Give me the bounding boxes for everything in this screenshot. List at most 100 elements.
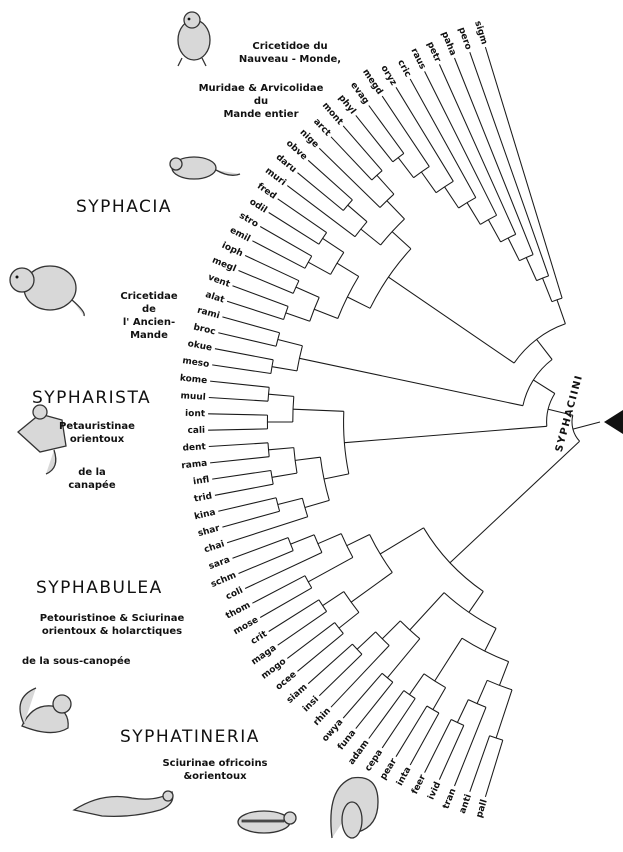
branch-line (308, 262, 330, 274)
taxon-label-trid: trid (193, 491, 213, 504)
branch-line (227, 301, 284, 319)
branch-line (348, 205, 367, 222)
host-old-world-line3: l' Ancien- Mande (104, 316, 194, 342)
branch-line (299, 358, 523, 405)
branch-line (343, 673, 382, 718)
branch-line (314, 309, 338, 318)
branch-line (269, 213, 319, 245)
branch-line (233, 286, 289, 307)
host-muridae-line3: Mande entier (186, 108, 336, 121)
branch-line (398, 158, 413, 178)
taxon-label-rhin: rhin (312, 706, 333, 728)
taxon-label-cric: cric (395, 58, 413, 79)
genus-syphacia: SYPHACIA (76, 197, 172, 217)
branch-line (533, 380, 554, 394)
branch-line (347, 535, 370, 546)
chipmunk-icon (238, 811, 296, 833)
taxon-label-megl: megl (210, 255, 237, 274)
branch-line (344, 426, 546, 442)
branch-line (457, 700, 468, 723)
taxon-label-chai: chai (203, 539, 226, 555)
branch-line (425, 720, 452, 773)
branch-line (508, 238, 519, 261)
taxon-label-shar: shar (197, 523, 222, 539)
taxon-label-ioph: ioph (220, 241, 244, 259)
taxon-label-sigm: sigm (472, 20, 489, 46)
branch-line (369, 106, 404, 154)
branch-line (469, 591, 483, 612)
branch-line (356, 682, 393, 728)
host-new-world: Cricetidoe du Nauveau - Monde, (230, 40, 350, 66)
branch-line (215, 349, 273, 360)
branch-line (361, 229, 381, 245)
branch-line (278, 340, 303, 346)
branch-line (425, 71, 497, 215)
taxon-label-iont: iont (185, 409, 206, 419)
branch-line (396, 87, 453, 181)
branch-line (382, 621, 400, 639)
branch-line (278, 611, 327, 645)
branch-line (291, 535, 315, 544)
branch-line (272, 367, 297, 371)
branch-line (435, 638, 462, 681)
weasel-icon (74, 791, 173, 816)
host-petaur-line1: Petauristinae (52, 420, 142, 433)
taxon-label-schm: schm (210, 571, 238, 590)
branch-line (455, 58, 534, 255)
taxon-label-cali: cali (187, 426, 205, 436)
host-muridae-line1: Muridae & Arvicolidae (186, 82, 336, 95)
genus-syphatineria: SYPHATINERIA (120, 727, 260, 747)
branch-line (218, 333, 276, 347)
branch-line (305, 500, 329, 507)
branch-line (278, 498, 303, 504)
branch-line (392, 232, 411, 249)
host-canopy: de la canapée (62, 466, 122, 492)
branch-line (467, 203, 480, 225)
host-old-world-line2: de (104, 303, 194, 316)
branch-line (210, 381, 269, 387)
taxon-label-inta: inta (395, 765, 413, 787)
taxon-label-pall: pall (475, 798, 490, 819)
branch-line (260, 588, 312, 618)
branch-line (293, 409, 344, 411)
branch-line (543, 278, 552, 302)
rat-icon (10, 266, 84, 316)
branch-line (339, 612, 359, 628)
taxon-label-phyl: phyl (336, 93, 357, 116)
branch-line (252, 241, 305, 268)
branch-line (387, 201, 405, 219)
host-muridae-line2: du (186, 95, 336, 108)
host-sciurinae: Petouristinoe & Sciurinae orientoux & ho… (22, 612, 202, 638)
branch-line (212, 471, 271, 480)
taxon-label-coli: coli (224, 586, 244, 603)
taxon-label-meso: meso (182, 356, 210, 370)
taxon-label-vent: vent (206, 273, 231, 290)
host-muridae: Muridae & Arvicolidae du Mande entier (186, 82, 336, 121)
branch-line (331, 137, 372, 180)
taxon-label-crit: crit (249, 629, 269, 647)
branch-line (382, 96, 429, 167)
branch-line (450, 441, 580, 563)
branch-line (308, 644, 352, 684)
branch-line (323, 238, 344, 252)
branch-line (557, 300, 565, 324)
branch-line (500, 662, 509, 686)
taxon-label-rama: rama (181, 459, 208, 472)
branch-line (496, 690, 512, 738)
branch-line (295, 457, 320, 460)
branch-line (470, 52, 549, 276)
branch-line (287, 623, 334, 659)
taxon-label-rami: rami (196, 306, 221, 322)
taxon-label-oryz: oryz (378, 64, 398, 88)
branch-line (323, 592, 344, 606)
branch-line (410, 593, 444, 630)
branch-line (222, 317, 279, 333)
branch-line (343, 126, 382, 171)
branch-line (573, 422, 600, 429)
taxon-label-fred: fred (255, 181, 278, 201)
taxon-label-kome: kome (179, 373, 207, 386)
branch-line (351, 572, 392, 602)
taxon-label-broc: broc (192, 323, 216, 338)
branch-line (260, 227, 312, 257)
